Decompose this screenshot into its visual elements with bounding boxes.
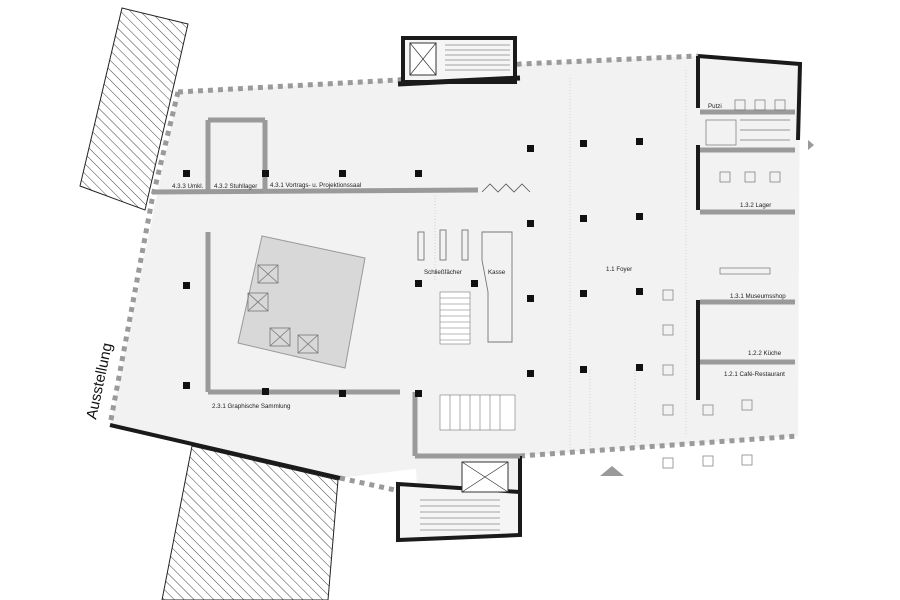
cafe-tables xyxy=(662,289,753,469)
label-sammlung: 2.3.1 Graphische Sammlung xyxy=(212,403,291,410)
label-lager: 1.3.2 Lager xyxy=(740,202,771,209)
floor-slab xyxy=(110,56,800,478)
label-foyer: 1.1 Foyer xyxy=(606,266,632,273)
reception-counter xyxy=(417,229,513,343)
grid-lines xyxy=(434,70,687,450)
folding-wall xyxy=(481,183,531,193)
neighbour-building-bottom xyxy=(161,445,339,600)
label-stuhllager: 4.3.2 Stuhllager xyxy=(214,183,257,190)
neighbour-building-top xyxy=(79,7,189,211)
label-putzmittel: Putzi xyxy=(708,103,722,110)
label-umkl: 4.3.3 Umkl. xyxy=(172,183,204,190)
label-vortragssaal: 4.3.1 Vortrags- u. Projektionssaal xyxy=(270,182,361,189)
label-kueche: 1.2.2 Küche xyxy=(748,350,782,357)
label-kasse: Kasse xyxy=(488,269,506,276)
stair-core-bottom xyxy=(396,461,522,543)
stair-core-top xyxy=(397,36,521,87)
label-cafe: 1.2.1 Café-Restaurant xyxy=(724,371,785,378)
gallery-core xyxy=(237,235,366,369)
exterior-walls xyxy=(109,54,803,502)
label-schliessfaecher: Schließfächer xyxy=(424,269,462,276)
service-fixtures xyxy=(705,99,790,275)
partitions xyxy=(151,109,795,459)
label-museumsshop: 1.3.1 Museumsshop xyxy=(730,293,786,300)
foyer-stairs xyxy=(439,291,516,431)
entrance-arrow-right xyxy=(808,140,814,150)
entrance-arrow-bottom xyxy=(600,466,624,476)
columns xyxy=(183,138,643,397)
